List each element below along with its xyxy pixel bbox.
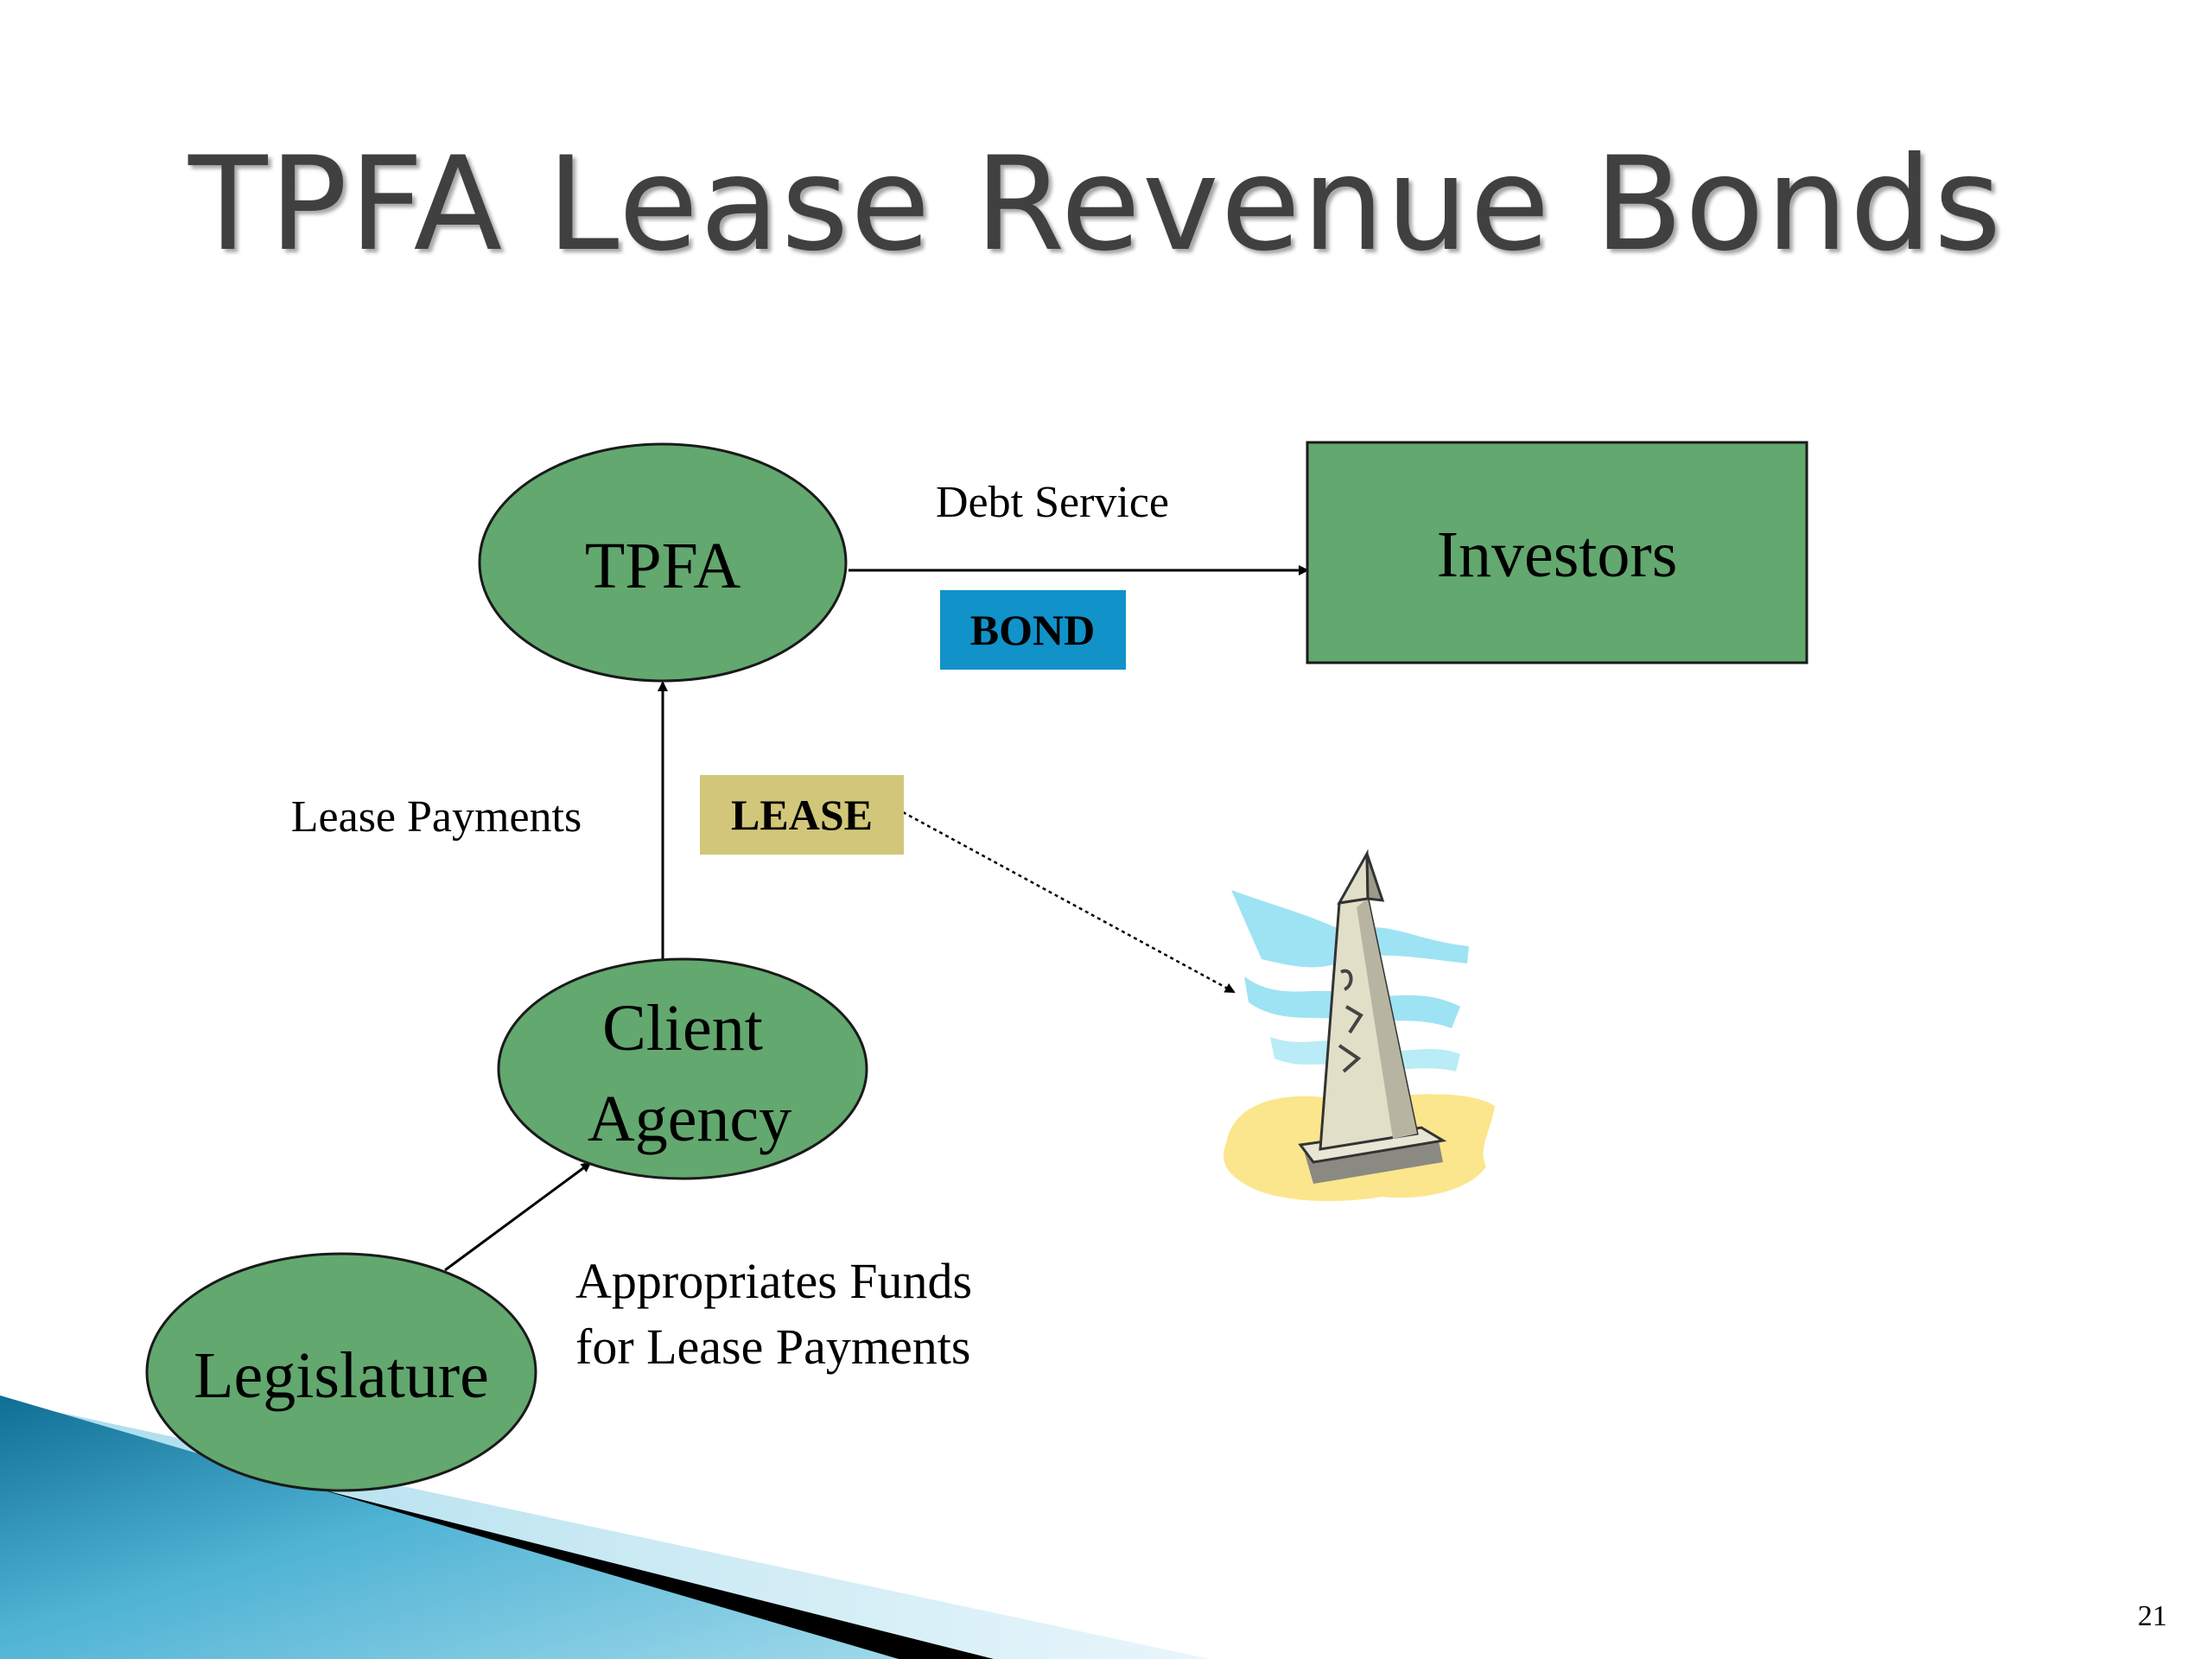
investors-label: Investors (1437, 518, 1678, 591)
lease-label: LEASE (731, 791, 873, 839)
client-agency-node: Client Agency (497, 957, 868, 1180)
page-number: 21 (2138, 1600, 2167, 1632)
client-agency-label-line2: Agency (588, 1083, 791, 1155)
legislature-label: Legislature (194, 1339, 489, 1412)
appropriates-label-line2: for Lease Payments (575, 1319, 970, 1375)
lease-to-property-dotted-arrow (902, 810, 1236, 994)
lease-payments-label: Lease Payments (291, 792, 582, 842)
debt-service-label: Debt Service (936, 478, 1169, 527)
tpfa-label: TPFA (585, 530, 741, 602)
appropriates-arrow (444, 1161, 592, 1272)
slide-title: TPFA Lease Revenue Bonds (188, 130, 2004, 280)
investors-node: Investors (1306, 441, 1808, 664)
tpfa-node: TPFA (478, 442, 848, 683)
client-agency-label-line1: Client (602, 992, 763, 1065)
bond-label: BOND (970, 606, 1095, 654)
appropriates-label-line1: Appropriates Funds (575, 1253, 972, 1309)
bond-tag: BOND (940, 590, 1126, 670)
lease-tag: LEASE (700, 775, 904, 855)
legislature-node: Legislature (145, 1252, 537, 1492)
monument-clipart-icon (1224, 849, 1495, 1201)
